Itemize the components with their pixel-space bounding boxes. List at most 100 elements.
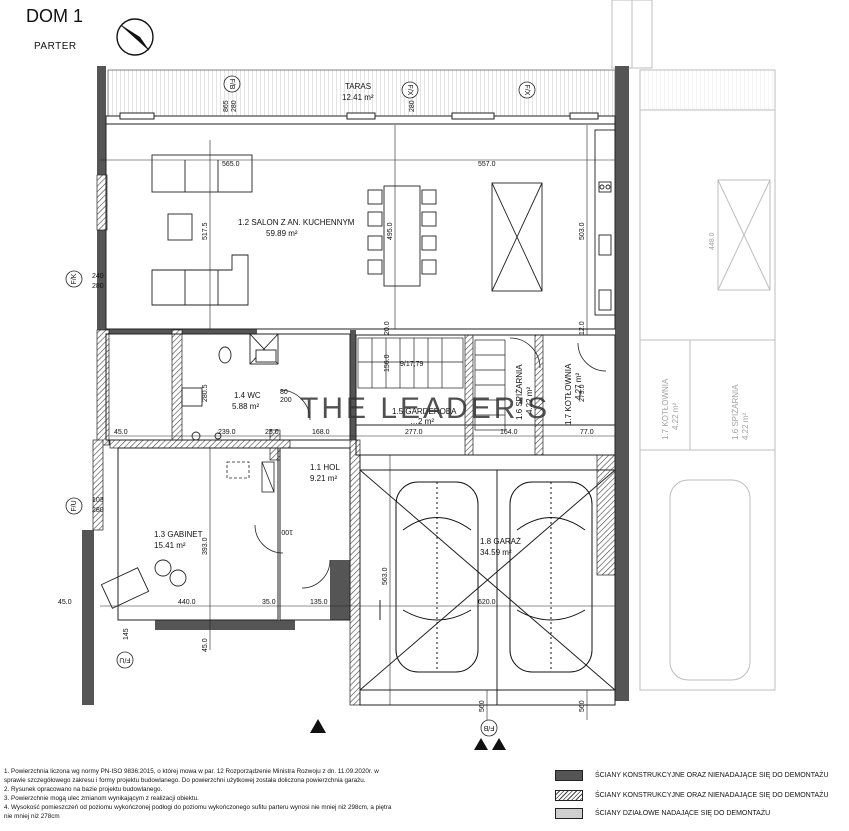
- dim-440: 440.0: [178, 599, 196, 606]
- legend-swatch-light: [555, 808, 583, 819]
- dim-560b: 560: [579, 700, 586, 712]
- dim-563: 563.0: [382, 567, 389, 585]
- dim-279: 279.0: [579, 384, 586, 402]
- dim-103: 103: [92, 497, 104, 504]
- legend-row: ŚCIANY KONSTRUKCYJNE ORAZ NIENADAJĄCE SI…: [555, 770, 845, 784]
- dim-80: 80: [280, 389, 288, 396]
- dim-557: 557.0: [478, 161, 496, 168]
- staircase: [357, 337, 506, 431]
- room-taras-area: 12.41 m²: [342, 93, 374, 102]
- dim-77: 77.0: [580, 429, 594, 436]
- dim-239: 239.0: [218, 429, 236, 436]
- watermark: THE LEADER'S: [300, 392, 551, 425]
- office-furniture: [100, 559, 187, 609]
- car-left: [395, 481, 479, 673]
- dim-2805: 280.5: [202, 384, 209, 402]
- room-gabinet-area: 15.41 m²: [154, 541, 186, 550]
- north-arrow-icon: [116, 18, 154, 56]
- dim-45b: 45.0: [58, 599, 72, 606]
- dim-164: 164.0: [500, 429, 518, 436]
- dimension-labels: 557.0 565.0 517.5 495.0 503.0 448.0 45.0…: [58, 100, 716, 712]
- tag-top2: F/X: [406, 85, 413, 96]
- room-garaz-area: 34.59 m²: [480, 548, 512, 557]
- dim-240: 240: [92, 273, 104, 280]
- room-hol-area: 9.21 m²: [310, 474, 337, 483]
- dim-9517: 9/17,79: [400, 361, 423, 368]
- dim-620: 620.0: [478, 599, 496, 606]
- dim-5030: 503.0: [579, 222, 586, 240]
- room-taras-name: TARAS: [345, 82, 371, 91]
- dim-45c: 45.0: [202, 638, 209, 652]
- dim-4480: 448.0: [709, 232, 716, 250]
- room-kotlownia-b-area: 4.22 m²: [671, 403, 680, 430]
- dim-280a: 280: [231, 100, 238, 112]
- section-arrow-icons: [310, 719, 506, 750]
- legend-label: ŚCIANY KONSTRUKCYJNE ORAZ NIENADAJĄCE SI…: [595, 792, 829, 799]
- dim-560a: 560: [479, 700, 486, 712]
- door-swings: [226, 337, 607, 589]
- kitchen-island: [491, 182, 543, 292]
- dim-45a: 45.0: [114, 429, 128, 436]
- room-gabinet-name: 1.3 GABINET: [154, 530, 203, 539]
- living-furniture: [151, 154, 253, 306]
- dim-12a: 12.0: [579, 321, 586, 335]
- note-line: 2. Rysunek opracowano na bazie projektu …: [4, 786, 163, 793]
- room-kotlownia-b-name: 1.7 KOTŁOWNIA: [661, 378, 670, 440]
- room-kotlownia-area: 4.27 m²: [574, 373, 583, 400]
- room-kotlownia-name: 1.7 KOTŁOWNIA: [564, 363, 573, 425]
- dim-100: 100: [281, 528, 293, 535]
- note-line: sprawie szczegółowego zakresu i formy pr…: [4, 777, 366, 784]
- room-garaz-name: 1.8 GARAŻ: [480, 537, 521, 546]
- room-salon-name: 1.2 SALON Z AN. KUCHENNYM: [238, 218, 355, 227]
- room-wc-name: 1.4 WC: [234, 391, 261, 400]
- car-right: [509, 481, 593, 673]
- neighbour-house: [611, 0, 776, 691]
- dim-168: 168.0: [312, 429, 330, 436]
- legend-row: ŚCIANY KONSTRUKCYJNE ORAZ NIENADAJĄCE SI…: [555, 790, 845, 804]
- room-wc-area: 5.88 m²: [232, 402, 259, 411]
- dim-280b: 280: [409, 100, 416, 112]
- legend-row: ŚCIANY DZIAŁOWE NADAJĄCE SIĘ DO DEMONTAŻ…: [555, 808, 845, 822]
- notes: 1. Powierzchnia liczona wg normy PN-ISO …: [4, 767, 474, 821]
- dim-35: 35.0: [262, 599, 276, 606]
- dim-565: 565.0: [222, 161, 240, 168]
- kitchen-counter: [594, 129, 616, 316]
- dining-table: [367, 185, 437, 287]
- wc-fixtures: [181, 333, 279, 441]
- room-spizarnia-name: 1.6 SPIŻARNIA: [515, 364, 524, 420]
- tag-top3: F/X: [523, 85, 530, 96]
- dim-145: 145: [123, 628, 130, 640]
- dimension-lines: [100, 125, 615, 720]
- room-spizarnia-area: 4.22 m²: [525, 387, 534, 414]
- dim-280c: 280: [92, 283, 104, 290]
- room-spizarnia-b-name: 1.6 SPIŻARNIA: [731, 384, 740, 440]
- tag-top1: F/B: [228, 79, 235, 90]
- dim-135: 135.0: [310, 599, 328, 606]
- note-line: 3. Powierzchnie mogą ulec zmianom wynika…: [4, 795, 199, 802]
- dim-280d: 280: [92, 507, 104, 514]
- floor-label: PARTER: [34, 41, 77, 52]
- room-salon-area: 59.89 m²: [266, 229, 298, 238]
- window-tag-icons: [65, 75, 536, 737]
- room-hol-name: 1.1 HOL: [310, 463, 340, 472]
- note-line: 4. Wysokość pomieszczeń od poziomu wykoń…: [4, 804, 392, 811]
- tag-bottom: F/B: [483, 724, 494, 731]
- tag-gab2: F/U: [119, 656, 130, 663]
- room-garderoba-area: …2 m²: [410, 417, 434, 426]
- dim-277: 277.0: [405, 429, 423, 436]
- dim-5175: 517.5: [202, 222, 209, 240]
- dim-156: 156.0: [384, 354, 391, 372]
- dim-200c: 200: [280, 397, 292, 404]
- tag-left: F/K: [71, 273, 78, 284]
- legend-swatch-hatch: [555, 790, 583, 801]
- dim-25: 25.0: [265, 429, 279, 436]
- dim-4950: 495.0: [387, 222, 394, 240]
- legend-swatch-dark: [555, 770, 583, 781]
- room-garderoba-name: 1.5 GARDEROBA: [392, 407, 457, 416]
- note-line: nie mniej niż 278cm: [4, 813, 60, 820]
- legend-label: ŚCIANY KONSTRUKCYJNE ORAZ NIENADAJĄCE SI…: [595, 772, 829, 779]
- note-line: 1. Powierzchnia liczona wg normy PN-ISO …: [4, 768, 379, 775]
- drawing-title: DOM 1: [26, 6, 84, 26]
- hatched-walls: [92, 174, 616, 706]
